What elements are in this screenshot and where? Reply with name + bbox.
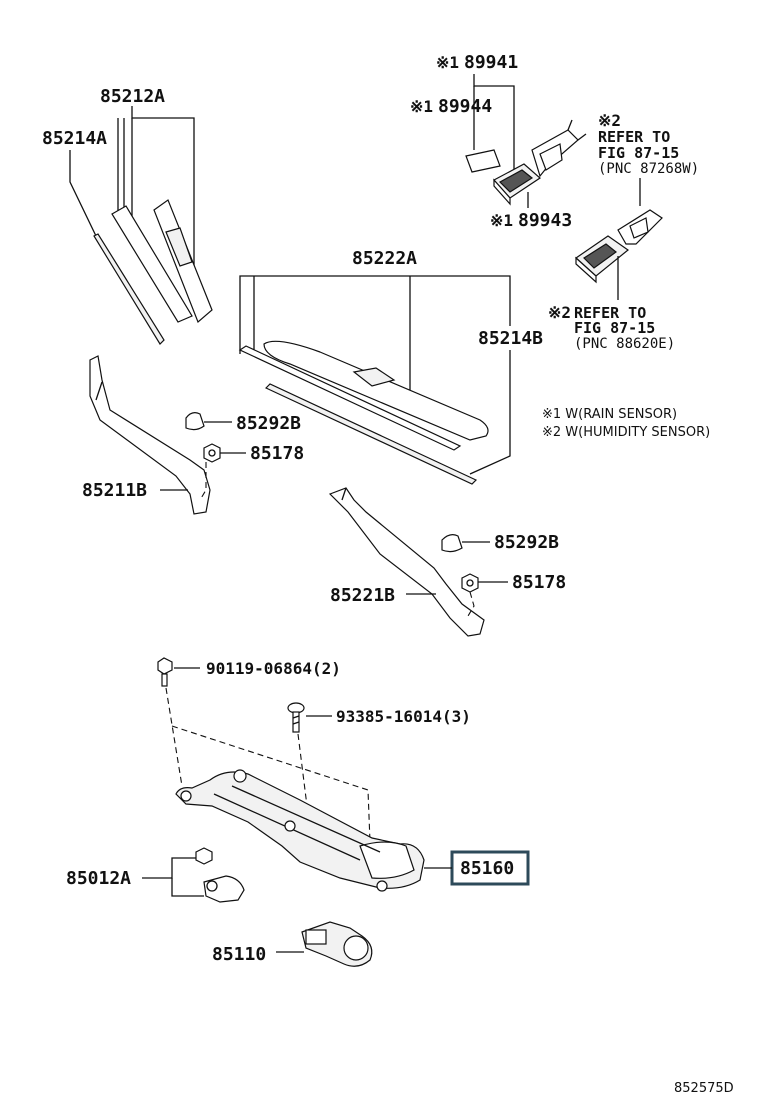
leader-89941 <box>473 74 515 170</box>
gel-pad-icon <box>465 149 501 173</box>
wiper-motor-icon <box>301 921 373 967</box>
rain-sensor-group: ※1 89941 ※1 89944 ※1 89943 ※2 REFER TO F… <box>410 52 699 352</box>
right-blade-clip <box>352 367 396 387</box>
leader-85214B <box>469 350 511 475</box>
right-blade-group: 85222A 85214B <box>238 248 543 485</box>
refer2-line2: FIG 87-15 <box>574 319 655 337</box>
leader-85012A-a <box>142 857 196 879</box>
rain-sensor-icon <box>493 163 541 206</box>
left-arm-group: 85292B 85178 85211B <box>82 355 304 515</box>
leader-85212A-a <box>131 106 195 270</box>
label-85292B-right[interactable]: 85292B <box>494 532 559 553</box>
refer1-line2: FIG 87-15 <box>598 144 679 162</box>
label-90119[interactable]: 90119-06864(2) <box>206 659 341 678</box>
refer2-line1: REFER TO <box>574 304 646 322</box>
dash-bolt1 <box>165 687 183 787</box>
label-93385[interactable]: 93385-16014(3) <box>336 707 471 726</box>
label-89941[interactable]: 89941 <box>464 52 518 73</box>
sensor-cover-icon <box>531 119 587 178</box>
right-arm-body <box>328 487 485 637</box>
label-85221B[interactable]: 85221B <box>330 585 395 606</box>
mark-89943: ※1 <box>490 211 513 230</box>
left-nut-icon <box>203 443 221 463</box>
dash-bolt2 <box>171 725 371 843</box>
label-85012A[interactable]: 85012A <box>66 868 131 889</box>
label-85110[interactable]: 85110 <box>212 944 266 965</box>
right-arm-group: 85292B 85178 85221B <box>328 487 566 637</box>
label-85178-right[interactable]: 85178 <box>512 572 566 593</box>
legend: ※1 W(RAIN SENSOR) ※2 W(HUMIDITY SENSOR) <box>542 407 710 440</box>
right-blade-rubber <box>264 383 478 485</box>
humidity-sensor-icon <box>575 235 629 284</box>
legend-item2: ※2 W(HUMIDITY SENSOR) <box>542 425 710 440</box>
left-arm-body <box>89 355 211 515</box>
label-85211B[interactable]: 85211B <box>82 480 147 501</box>
linkage-group: 90119-06864(2) 93385-16014(3) 85012A 851… <box>66 657 530 967</box>
bushing-icon <box>195 847 245 903</box>
figure-code: 852575D <box>674 1081 734 1096</box>
label-85214B[interactable]: 85214B <box>478 328 543 349</box>
right-blade-frame <box>263 340 489 441</box>
mark-refer2: ※2 <box>548 303 571 322</box>
label-85292B-left[interactable]: 85292B <box>236 413 301 434</box>
legend-item1: ※1 W(RAIN SENSOR) <box>542 407 677 422</box>
left-cap-icon <box>185 412 205 431</box>
linkage-motor-mount <box>359 841 415 879</box>
leader-dash-right <box>467 591 475 617</box>
leader-85012A-b <box>171 878 204 897</box>
right-nut-icon <box>461 573 479 593</box>
leader-85214A <box>69 150 97 237</box>
left-blade-frame <box>111 205 193 323</box>
refer1-line3[interactable]: (PNC 87268W) <box>598 161 699 177</box>
leader-dash-left <box>199 462 207 501</box>
left-blade-clip <box>165 227 193 267</box>
label-85214A[interactable]: 85214A <box>42 128 107 149</box>
mark-refer1: ※2 <box>598 111 621 130</box>
leader-85222A <box>239 275 511 354</box>
screw-93385-icon <box>287 702 305 733</box>
label-85160[interactable]: 85160 <box>460 858 514 879</box>
bolt-90119-icon <box>157 657 173 687</box>
refer2-line3[interactable]: (PNC 88620E) <box>574 336 675 352</box>
left-blade-group: 85212A 85214A <box>42 86 213 345</box>
refer1-line1: REFER TO <box>598 128 670 146</box>
mark-89941: ※1 <box>436 53 459 72</box>
label-85222A[interactable]: 85222A <box>352 248 417 269</box>
right-cap-icon <box>441 534 463 553</box>
label-85178-left[interactable]: 85178 <box>250 443 304 464</box>
humidity-sensor-cover-icon <box>617 209 663 245</box>
label-89944[interactable]: 89944 <box>438 96 492 117</box>
label-85212A[interactable]: 85212A <box>100 86 165 107</box>
right-blade-strip <box>238 345 462 451</box>
mark-89944: ※1 <box>410 97 433 116</box>
label-89943[interactable]: 89943 <box>518 210 572 231</box>
left-blade-rubber <box>93 233 165 345</box>
